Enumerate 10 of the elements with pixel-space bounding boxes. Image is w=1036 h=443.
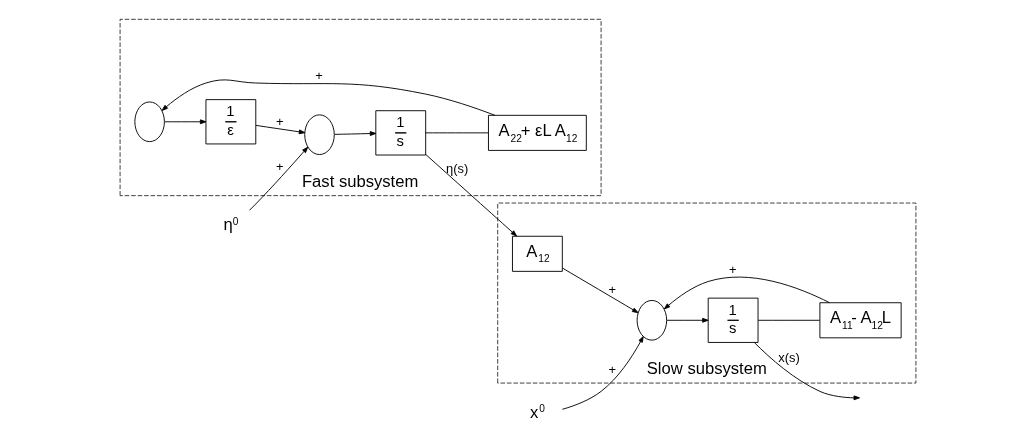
edge-label: η(s)	[445, 160, 469, 176]
edge-label: x(s)	[778, 350, 800, 366]
edge-label: +	[276, 113, 284, 129]
edge-label: +	[315, 68, 323, 84]
node-text: x$^{0}$	[530, 402, 545, 422]
edge-label: +	[276, 158, 284, 174]
edge-label: +	[608, 281, 617, 297]
edge-label: +	[608, 362, 617, 378]
node-text: η$^{0}$	[223, 215, 239, 235]
edge-label: +	[728, 262, 737, 278]
